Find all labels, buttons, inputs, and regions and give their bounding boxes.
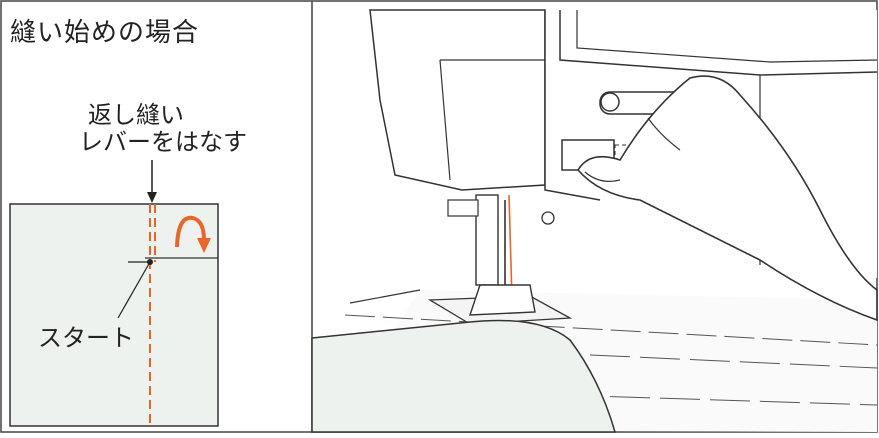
thread-guide [448,200,478,216]
presser-foot [470,285,535,315]
machine-head [370,10,545,190]
fabric-piece [10,204,218,426]
start-label: スタート [38,318,134,353]
lever-instruction-line2: レバーをはなす [79,122,247,157]
lever-knob [601,93,619,111]
page-title: 縫い始めの場合 [10,12,199,49]
presser-bar [476,195,498,285]
needle-clamp-screw [542,212,554,224]
